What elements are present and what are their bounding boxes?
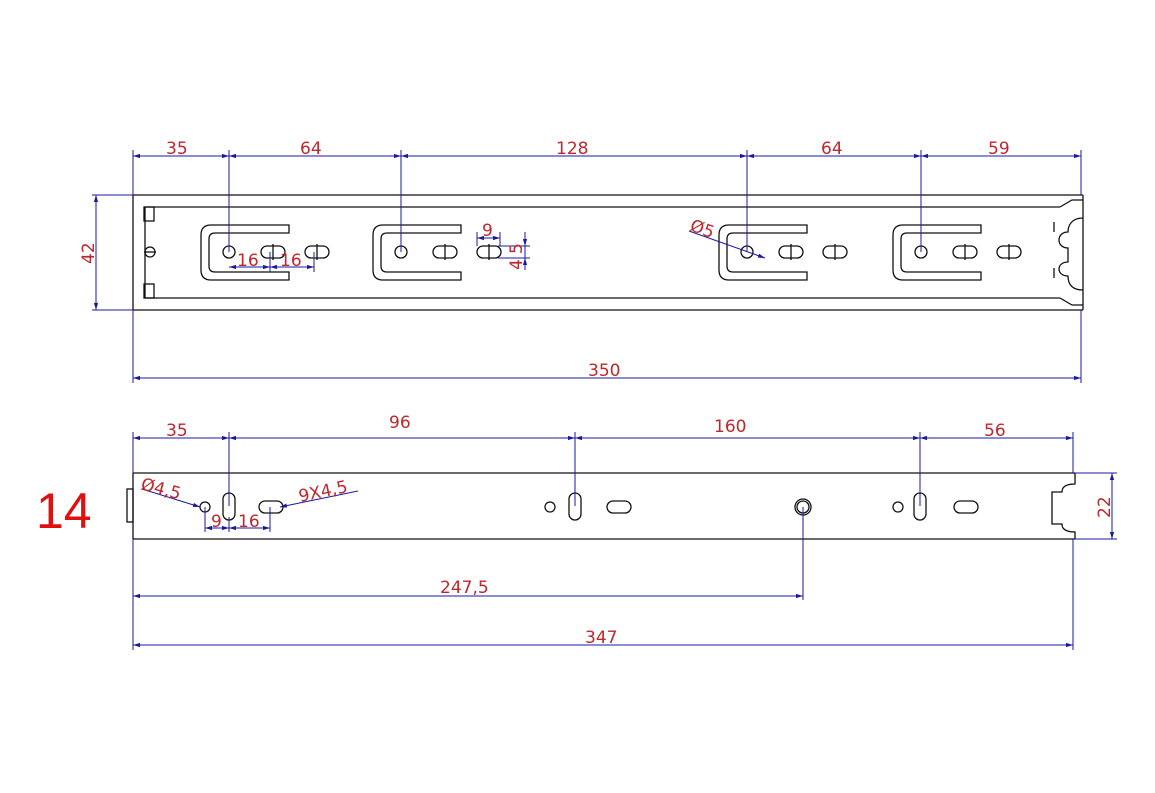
dim-top-spacing-2: 64 [300,139,322,159]
dim-top-height: 42 [79,242,99,264]
dim-bottom-overall-length: 347 [585,628,617,648]
u-slot-1 [200,224,290,281]
small-hole-mid [544,501,556,513]
top-view-rail [132,194,1084,311]
dim-top-slot-pitch-2: 16 [280,251,302,271]
dim-top-slot-pitch-1: 16 [237,251,259,271]
horizontal-slot-2 [606,500,632,514]
dim-bottom-spacing-4: 56 [984,421,1006,441]
dim-bottom-center-hole-position: 247,5 [440,578,489,598]
dim-top-spacing-1: 35 [166,139,188,159]
u-slot-3 [718,224,808,281]
dim-top-slot-width: 9 [482,221,493,241]
dim-top-spacing-3: 128 [556,139,588,159]
horizontal-slot-3 [953,500,979,514]
item-number: 14 [36,483,92,539]
top-view-slot-groups [200,224,1022,281]
dim-bottom-slot-size: 9X4,5 [297,477,350,507]
u-slot-2 [372,224,462,281]
horizontal-slot-1 [258,500,284,514]
dim-top-spacing-4: 64 [821,139,843,159]
small-hole-right [892,501,904,513]
dim-top-slot-height-2: 4 [507,259,527,270]
dim-bottom-spacing-1: 35 [166,421,188,441]
dim-top-overall-length: 350 [588,361,620,381]
dim-top-spacing-5: 59 [988,139,1010,159]
dim-bottom-height: 22 [1095,496,1115,518]
dim-bottom-spacing-3: 160 [714,417,746,437]
top-view-dimensions: 35 64 128 64 59 42 350 16 16 9 5 4 [79,139,1082,383]
dim-top-slot-height-1: 5 [507,243,527,254]
dim-bottom-slot-pitch: 16 [238,512,260,532]
dim-bottom-hole-diameter: Ø4,5 [139,475,183,505]
dim-bottom-spacing-2: 96 [389,413,411,433]
u-slot-4 [892,224,982,281]
bottom-view-rail [126,472,1076,540]
bottom-view-dimensions: 35 96 160 56 22 Ø4,5 9X4,5 9 16 247,5 34… [132,413,1117,650]
dim-bottom-hole-offset: 9 [211,512,222,532]
